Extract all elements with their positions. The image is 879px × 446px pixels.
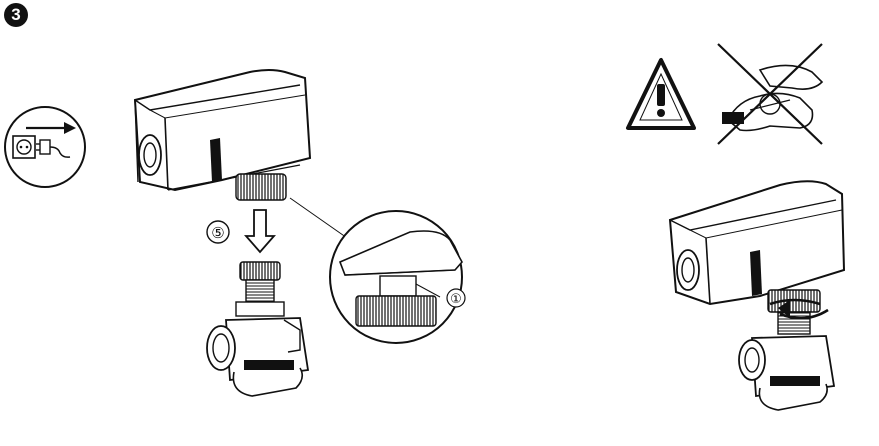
callout-5-label: ⑤: [206, 220, 230, 244]
callout-number-5: ⑤: [211, 224, 224, 242]
actuator-assembled: [668, 180, 846, 411]
rotate-arrow-icon: [769, 298, 829, 320]
down-arrow-icon: [244, 209, 276, 254]
valve-body: [206, 261, 310, 397]
actuator-head: [133, 69, 312, 201]
power-disconnect-icon: [4, 106, 86, 188]
step-number-badge: 3: [4, 3, 28, 27]
no-hand-tool-icon: [717, 43, 824, 145]
zoom-detail-callout: ①: [289, 197, 466, 344]
warning-triangle-icon: [626, 58, 696, 130]
callout-number-1: ①: [450, 292, 462, 307]
